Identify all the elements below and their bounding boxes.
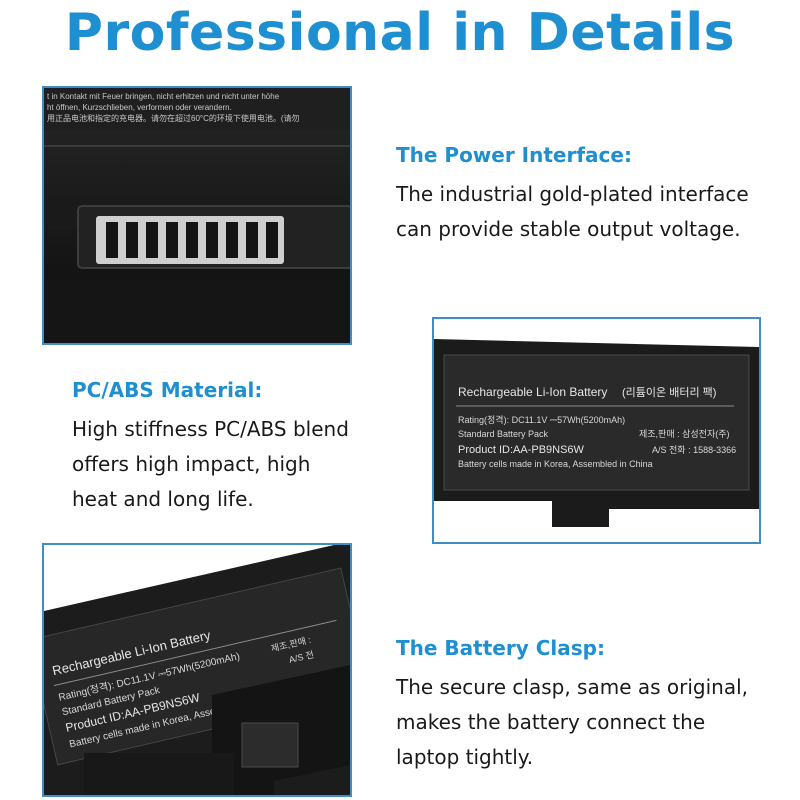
- label-heading-korean: (리튬이온 배터리 팩): [622, 386, 716, 399]
- feature-power-interface: The Power Interface: The industrial gold…: [396, 143, 786, 247]
- feature-heading: PC/ABS Material:: [72, 378, 263, 402]
- feature-text: The secure clasp, same as original,: [396, 675, 749, 699]
- feature-text: heat and long life.: [72, 487, 254, 511]
- label-heading: Rechargeable Li-Ion Battery: [458, 385, 607, 399]
- feature-text: can provide stable output voltage.: [396, 217, 741, 241]
- label-rating: Rating(정격): DC11.1V ⎓57Wh(5200mAh): [458, 414, 625, 425]
- feature-text: The industrial gold-plated interface: [396, 182, 749, 206]
- feature-pc-abs-material: PC/ABS Material: High stiffness PC/ABS b…: [72, 378, 412, 517]
- battery-clasp-photo: Rechargeable Li-Ion Battery Rating(정격): …: [42, 543, 352, 797]
- warning-text: 用正品电池和指定的充电器。请勿在超过60°C的环境下使用电池。(请勿: [47, 113, 300, 123]
- battery-label-image: Rechargeable Li-Ion Battery (리튬이온 배터리 팩)…: [434, 319, 759, 542]
- power-interface-photo: t in Kontakt mit Feuer bringen, nicht er…: [42, 86, 352, 345]
- warning-text: ht öffnen, Kurzschlieben, verformen oder…: [47, 103, 232, 112]
- feature-heading: The Power Interface:: [396, 143, 632, 167]
- label-origin: Battery cells made in Korea, Assembled i…: [458, 459, 653, 469]
- label-pack: Standard Battery Pack: [458, 429, 549, 439]
- feature-heading: The Battery Clasp:: [396, 636, 605, 660]
- connector-image: t in Kontakt mit Feuer bringen, nicht er…: [44, 88, 350, 343]
- battery-clasp-image: Rechargeable Li-Ion Battery Rating(정격): …: [44, 545, 350, 795]
- battery-clasp: [241, 722, 299, 768]
- feature-text: offers high impact, high: [72, 452, 311, 476]
- feature-text: laptop tightly.: [396, 745, 534, 769]
- label-product-id: Product ID:AA-PB9NS6W: [458, 444, 585, 456]
- feature-battery-clasp: The Battery Clasp: The secure clasp, sam…: [396, 636, 796, 775]
- feature-text: makes the battery connect the: [396, 710, 706, 734]
- feature-text: High stiffness PC/ABS blend: [72, 417, 349, 441]
- label-as: A/S 전화 : 1588-3366: [652, 445, 736, 455]
- page-title: Professional in Details: [64, 3, 736, 63]
- label-maker: 제조,판매 : 삼성전자(주): [639, 429, 730, 439]
- connector-pins: [106, 222, 278, 258]
- warning-text: t in Kontakt mit Feuer bringen, nicht er…: [47, 92, 280, 101]
- battery-label-photo: Rechargeable Li-Ion Battery (리튬이온 배터리 팩)…: [432, 317, 761, 544]
